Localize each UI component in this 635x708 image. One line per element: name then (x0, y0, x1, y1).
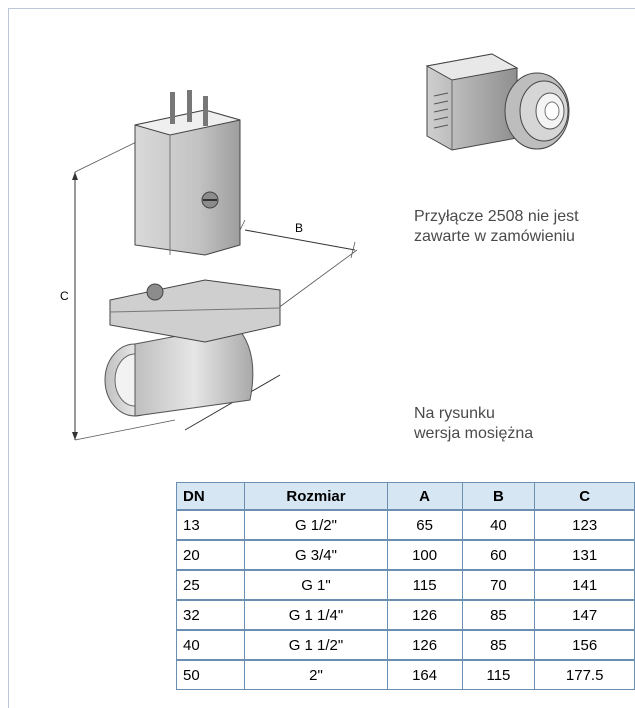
table-row: 40 G 1 1/2" 126 85 156 (175, 629, 635, 661)
connector-plug-drawing (425, 53, 570, 151)
col-header-dn: DN (175, 482, 246, 511)
valve-drawing: C B A (60, 90, 358, 441)
label-b: B (295, 221, 303, 235)
cell-c: 131 (534, 539, 635, 571)
col-header-a: A (386, 482, 463, 511)
connector-note-line1: Przyłącze 2508 nie jest (414, 208, 579, 225)
cell-b: 60 (461, 539, 536, 571)
cell-a: 100 (386, 539, 463, 571)
cell-a: 126 (386, 599, 463, 631)
cell-c: 177.5 (534, 659, 635, 690)
cell-b: 85 (461, 629, 536, 661)
cell-dn: 40 (175, 629, 246, 661)
cell-size: G 1 1/2" (244, 629, 388, 661)
cell-size: G 1" (244, 569, 388, 601)
label-c: C (60, 289, 69, 303)
table-row: 50 2" 164 115 177.5 (175, 659, 635, 690)
table-row: 32 G 1 1/4" 126 85 147 (175, 599, 635, 631)
cell-a: 115 (386, 569, 463, 601)
cell-c: 141 (534, 569, 635, 601)
col-header-b: B (461, 482, 536, 511)
cell-c: 123 (534, 509, 635, 541)
version-note: Na rysunku wersja mosiężna (414, 404, 533, 444)
connector-note-line2: zawarte w zamówieniu (414, 228, 575, 245)
cell-b: 115 (461, 659, 536, 690)
cell-dn: 50 (175, 659, 246, 690)
cell-size: 2" (244, 659, 388, 690)
cell-dn: 25 (175, 569, 246, 601)
cell-c: 147 (534, 599, 635, 631)
cell-dn: 32 (175, 599, 246, 631)
cell-a: 65 (386, 509, 463, 541)
cell-a: 126 (386, 629, 463, 661)
version-note-line2: wersja mosiężna (414, 425, 534, 442)
cell-size: G 3/4" (244, 539, 388, 571)
table-row: 20 G 3/4" 100 60 131 (175, 539, 635, 571)
page-frame (8, 8, 635, 708)
table-row: 13 G 1/2" 65 40 123 (175, 509, 635, 541)
cell-b: 40 (461, 509, 536, 541)
cell-size: G 1/2" (244, 509, 388, 541)
table-row: 25 G 1" 115 70 141 (175, 569, 635, 601)
cell-b: 85 (461, 599, 536, 631)
cell-dn: 13 (175, 509, 246, 541)
connector-note: Przyłącze 2508 nie jest zawarte w zamówi… (414, 207, 579, 247)
dimensions-table: DN Rozmiar A B C 13 G 1/2" 65 40 123 20 … (175, 482, 635, 690)
col-header-c: C (534, 482, 635, 511)
cell-a: 164 (386, 659, 463, 690)
table-header-row: DN Rozmiar A B C (175, 482, 635, 511)
cell-dn: 20 (175, 539, 246, 571)
col-header-size: Rozmiar (244, 482, 388, 511)
version-note-line1: Na rysunku (414, 405, 495, 422)
cell-size: G 1 1/4" (244, 599, 388, 631)
cell-c: 156 (534, 629, 635, 661)
cell-b: 70 (461, 569, 536, 601)
